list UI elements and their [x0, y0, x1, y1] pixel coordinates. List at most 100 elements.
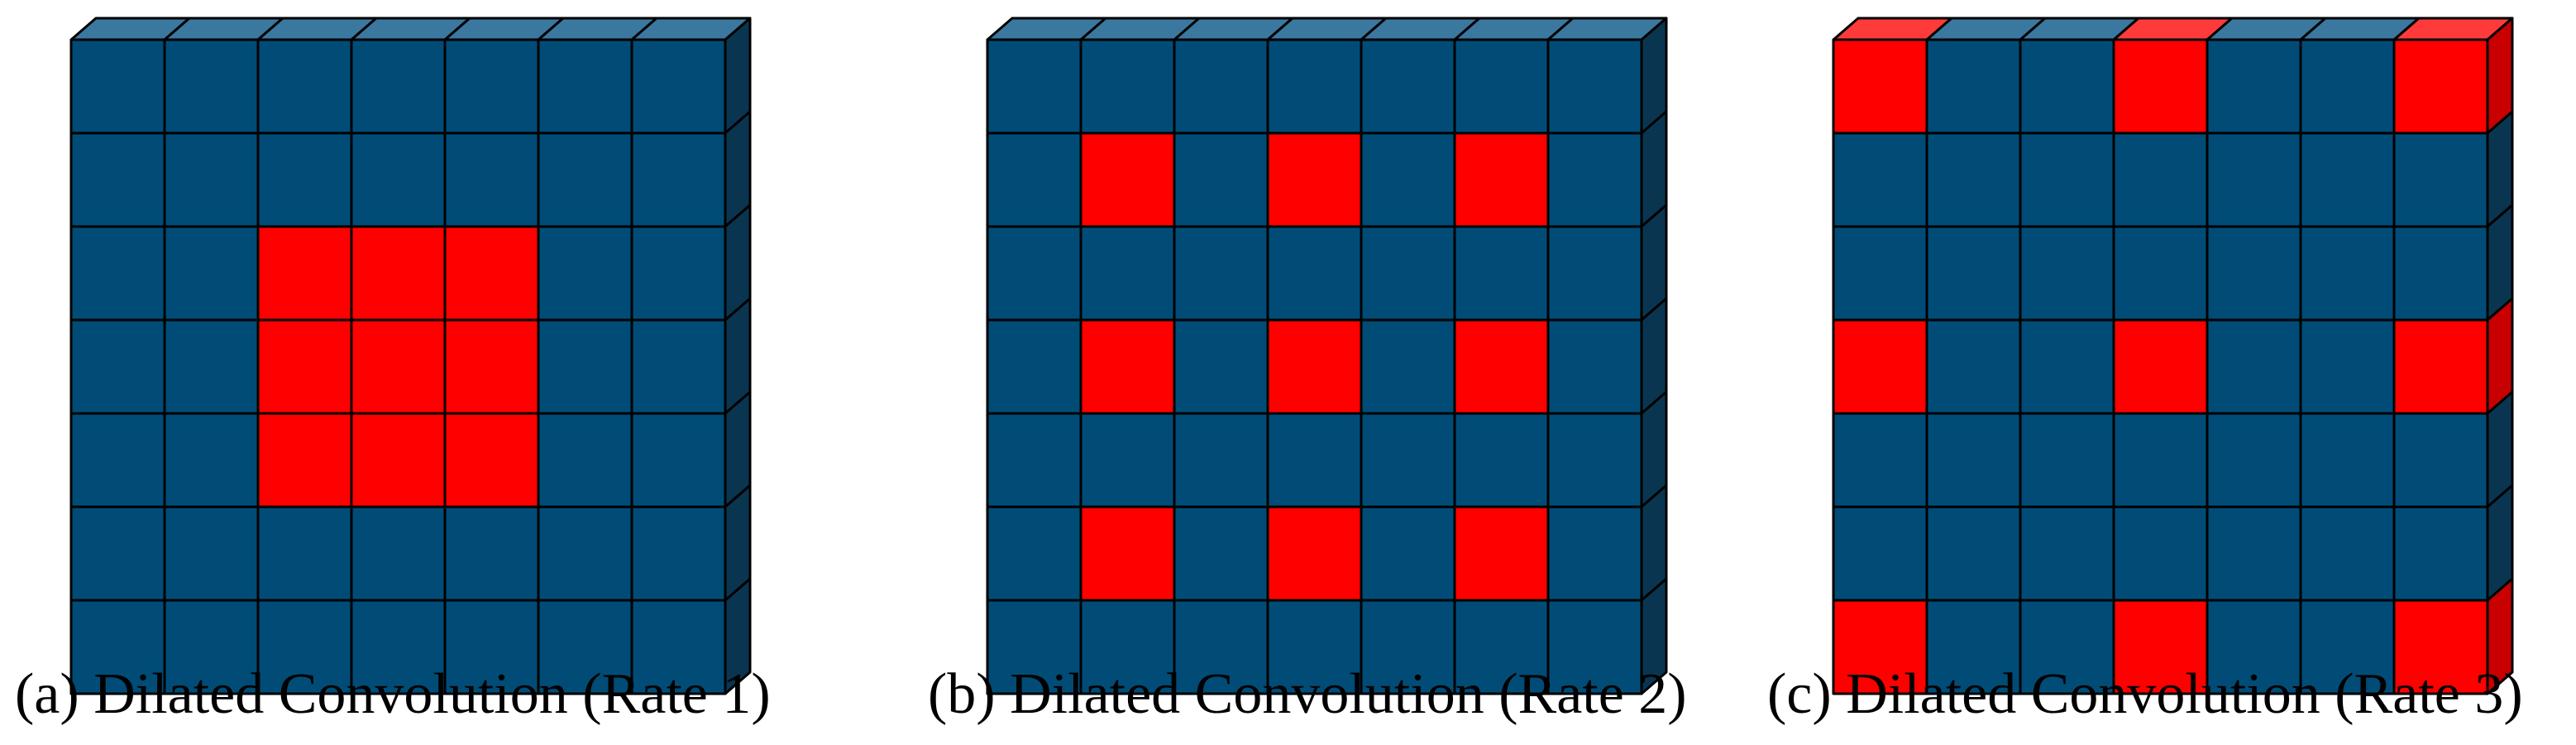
grid-cell	[2206, 412, 2302, 509]
grid-cell	[443, 131, 540, 228]
grid-cell	[163, 131, 260, 228]
grid-cell	[986, 131, 1082, 228]
grid-cell	[1832, 412, 1928, 509]
grid-cell	[69, 505, 166, 602]
grid-cell	[537, 225, 633, 322]
grid-cell	[537, 412, 633, 509]
grid-cell	[630, 412, 727, 509]
highlighted-cell	[1832, 318, 1928, 415]
grid-cell	[1546, 599, 1643, 695]
highlighted-cell	[256, 318, 353, 415]
highlighted-cell	[1079, 505, 1176, 602]
grid-cell	[537, 318, 633, 415]
grid-cell	[1925, 318, 2022, 415]
grid-cell	[2299, 38, 2396, 135]
grid-cell	[537, 131, 633, 228]
highlighted-cell	[1266, 318, 1363, 415]
grid-cell	[256, 38, 353, 135]
grid-cell	[163, 318, 260, 415]
grid-cell	[1832, 505, 1928, 602]
panel-rate-3: (c) Dilated Convolution (Rate 3)	[1745, 0, 2576, 745]
grid-cell	[1079, 412, 1176, 509]
panel-rate-1: (a) Dilated Convolution (Rate 1)	[0, 0, 860, 745]
grid-cell	[2392, 412, 2489, 509]
grid-cell	[1173, 505, 1269, 602]
grid-cell	[2019, 38, 2115, 135]
grid-cell	[1925, 505, 2022, 602]
grid-cell	[2206, 131, 2302, 228]
highlighted-cell	[1453, 318, 1550, 415]
grid-cell	[350, 505, 447, 602]
grid-cell	[1173, 131, 1269, 228]
highlighted-cell	[1453, 505, 1550, 602]
grid-cell	[1546, 38, 1643, 135]
grid-cell	[1173, 225, 1269, 322]
grid-cell	[2206, 225, 2302, 322]
grid-cell	[1173, 318, 1269, 415]
grid-cell	[1546, 318, 1643, 415]
grid-rate-3	[1832, 17, 2514, 695]
grid-rate-1	[69, 17, 752, 695]
grid-cell	[69, 131, 166, 228]
grid-cell	[1925, 38, 2022, 135]
grid-cell	[1453, 225, 1550, 322]
grid-cell	[69, 225, 166, 322]
grid-cell	[1925, 412, 2022, 509]
grid-cell	[443, 38, 540, 135]
highlighted-cell	[443, 412, 540, 509]
highlighted-cell	[256, 225, 353, 322]
grid-cell	[1360, 318, 1456, 415]
grid-cell	[256, 505, 353, 602]
highlighted-cell	[350, 318, 447, 415]
grid-cell	[2299, 412, 2396, 509]
grid-cell	[1546, 131, 1643, 228]
grid-cell	[2019, 225, 2115, 322]
grid-cell	[1832, 225, 1928, 322]
grid-cell	[1360, 225, 1456, 322]
grid-cell	[630, 38, 727, 135]
grid-cell	[1360, 131, 1456, 228]
highlighted-cell	[443, 225, 540, 322]
highlighted-cell	[1079, 131, 1176, 228]
grid-cell	[163, 38, 260, 135]
caption-rate-2: (b) Dilated Convolution (Rate 2)	[928, 662, 1687, 726]
grid-cell	[2392, 505, 2489, 602]
grid-cell	[1360, 412, 1456, 509]
caption-rate-3: (c) Dilated Convolution (Rate 3)	[1767, 662, 2523, 726]
highlighted-cell	[2392, 318, 2489, 415]
grid-cell	[2299, 318, 2396, 415]
grid-cell	[69, 412, 166, 509]
grid-cell	[986, 412, 1082, 509]
highlighted-cell	[1266, 131, 1363, 228]
grid-cell	[163, 225, 260, 322]
grid-cell	[163, 412, 260, 509]
grid-cell	[2206, 318, 2302, 415]
grid-cell	[1453, 38, 1550, 135]
grid-cell	[163, 505, 260, 602]
grid-cell	[2112, 225, 2209, 322]
grid-cell	[2299, 225, 2396, 322]
grid-cell	[630, 225, 727, 322]
grid-cell	[1079, 38, 1176, 135]
highlighted-cell	[2392, 599, 2489, 695]
grid-cell	[2019, 131, 2115, 228]
grid-cell	[2299, 131, 2396, 228]
grid-cell	[986, 38, 1082, 135]
grid-cell	[1360, 38, 1456, 135]
grid-cell	[69, 38, 166, 135]
grid-cell	[986, 225, 1082, 322]
caption-rate-1: (a) Dilated Convolution (Rate 1)	[15, 662, 771, 726]
grid-cell	[69, 318, 166, 415]
grid-cell	[2299, 505, 2396, 602]
grid-cell	[2019, 505, 2115, 602]
highlighted-cell	[1453, 131, 1550, 228]
grid-cell	[1925, 131, 2022, 228]
grid-cell	[1079, 225, 1176, 322]
grid-cell	[443, 505, 540, 602]
grid-rate-2	[986, 17, 1668, 695]
grid-cell	[2112, 131, 2209, 228]
grid-cell	[1832, 131, 1928, 228]
grid-cell	[1546, 505, 1643, 602]
panel-rate-2: (b) Dilated Convolution (Rate 2)	[868, 0, 1737, 745]
